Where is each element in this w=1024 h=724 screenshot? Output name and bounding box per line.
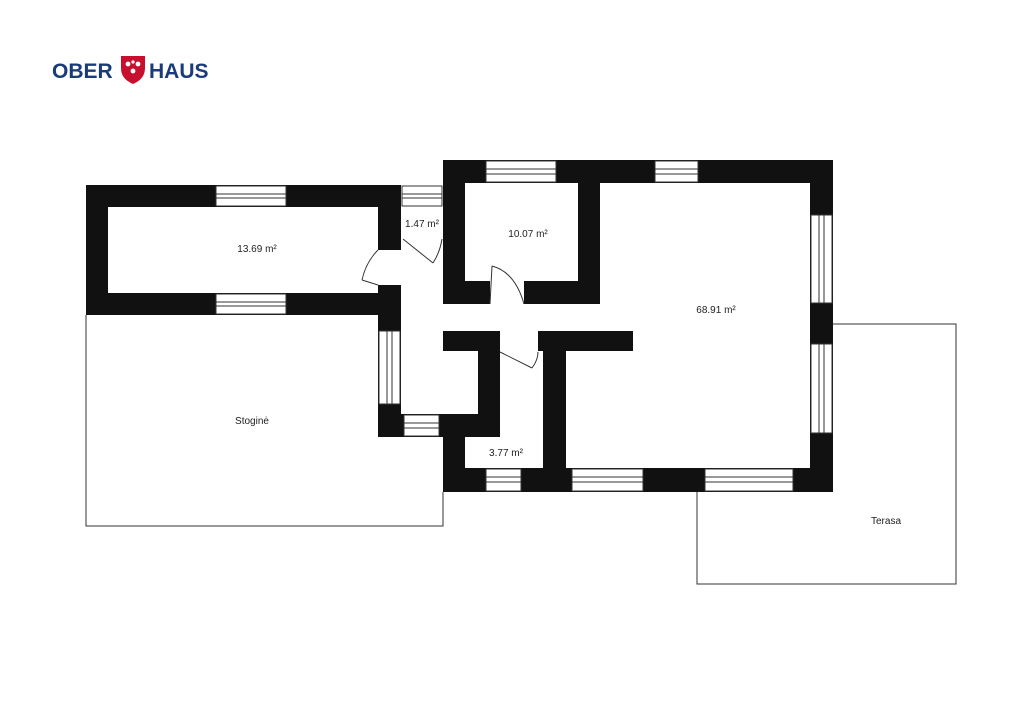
doors bbox=[361, 238, 539, 369]
brand-logo: OBER HAUS bbox=[52, 56, 209, 84]
window bbox=[378, 330, 401, 405]
window bbox=[485, 160, 557, 183]
window bbox=[485, 468, 522, 492]
room-area-label: 13.69 m² bbox=[237, 244, 277, 255]
canopy-outline bbox=[85, 315, 444, 527]
window bbox=[654, 160, 699, 183]
brand-name-left: OBER bbox=[52, 60, 113, 83]
window bbox=[810, 214, 833, 304]
window bbox=[215, 293, 287, 315]
room-area-label: 1.47 m² bbox=[405, 219, 440, 230]
window bbox=[401, 185, 443, 207]
door bbox=[361, 249, 379, 286]
window bbox=[403, 414, 440, 437]
walls bbox=[86, 160, 833, 492]
terrace-outline bbox=[696, 323, 957, 585]
window bbox=[215, 185, 287, 207]
window bbox=[704, 468, 794, 492]
windows bbox=[215, 160, 833, 492]
window bbox=[810, 343, 833, 434]
brand-name-right: HAUS bbox=[149, 60, 209, 83]
room-area-label: 10.07 m² bbox=[508, 229, 548, 240]
shield-crest-icon bbox=[121, 56, 145, 84]
door bbox=[402, 238, 443, 264]
door bbox=[499, 351, 539, 369]
door bbox=[489, 265, 525, 305]
terrace-label: Terasa bbox=[871, 516, 901, 527]
room-area-label: 68.91 m² bbox=[696, 305, 736, 316]
window bbox=[571, 468, 644, 492]
room-area-label: 3.77 m² bbox=[489, 448, 524, 459]
canopy-label: Stoginė bbox=[235, 416, 269, 427]
